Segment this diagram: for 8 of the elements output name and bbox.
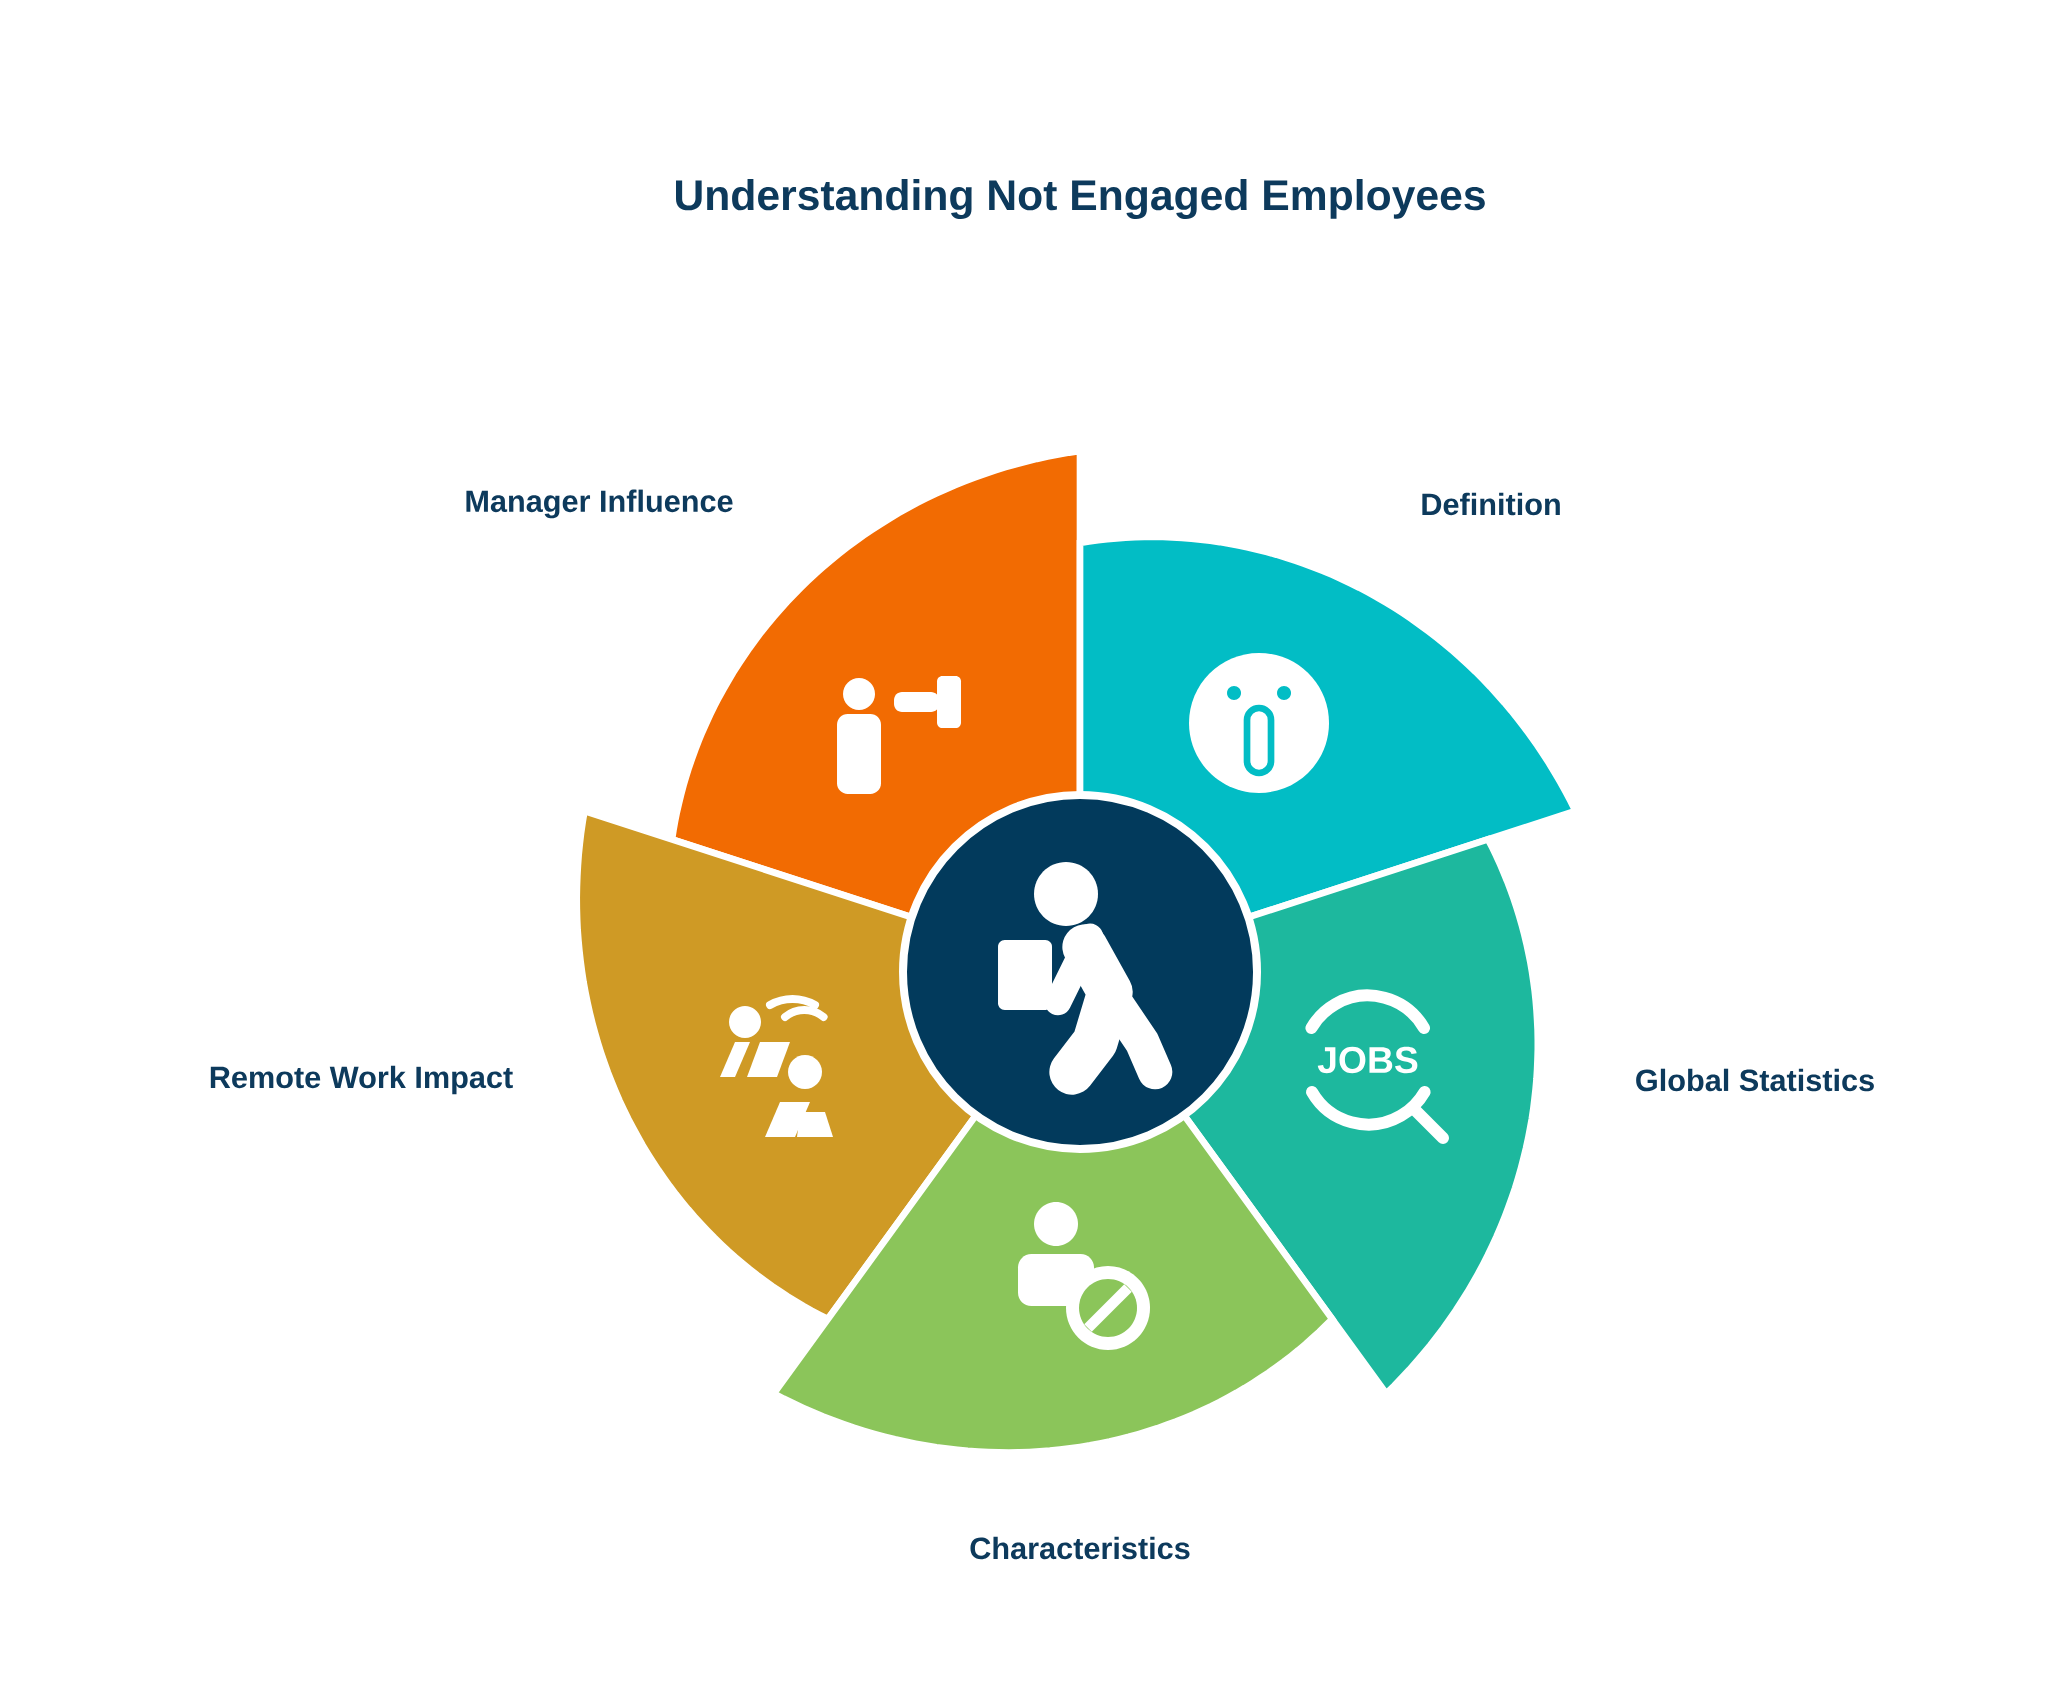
title: Understanding Not Engaged Employees [676,179,1485,219]
icon-text: JOBS [1317,1046,1418,1074]
segment-label: Definition [1422,492,1560,516]
center-circle [899,791,1261,1153]
segment-label: Remote Work Impact [210,1065,513,1095]
segment-label: Manager Influence [466,489,733,519]
segment-label: Global Statistics [1636,1068,1874,1092]
segment-label: Characteristics [970,1536,1190,1560]
